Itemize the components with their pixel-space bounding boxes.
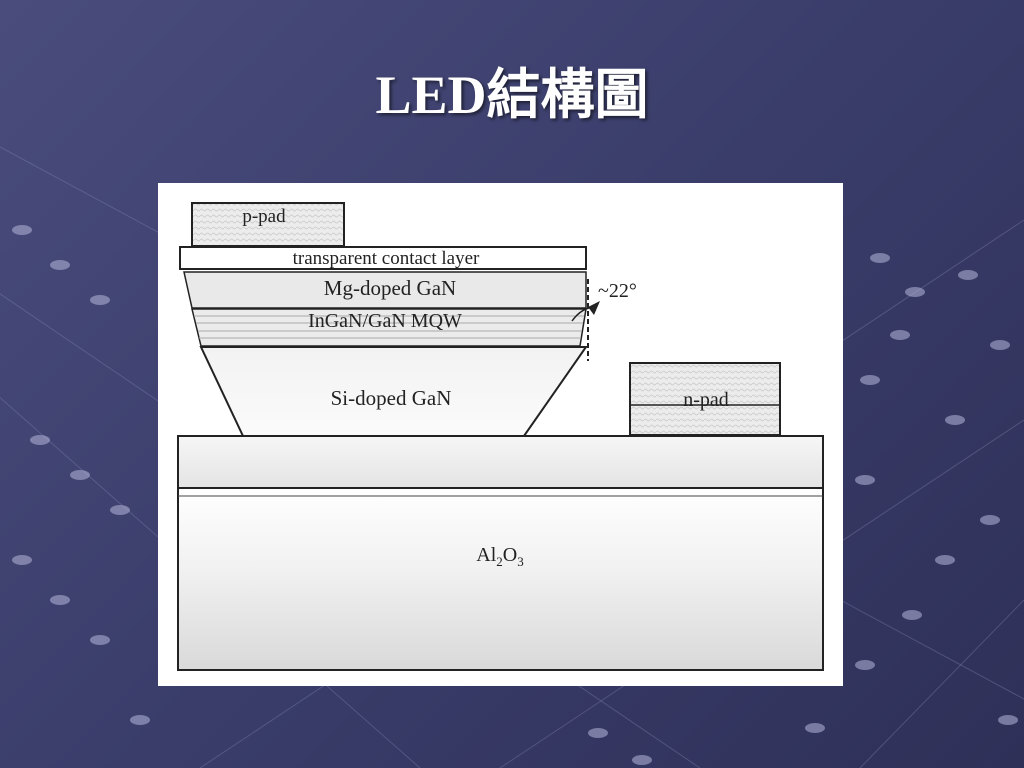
led-structure-diagram: p-pad transparent contact layer Mg-doped… — [177, 202, 824, 671]
p-pad — [191, 202, 345, 247]
mqw-label: InGaN/GaN MQW — [308, 310, 462, 332]
angle-label: ~22° — [598, 280, 637, 302]
substrate-label: Al2O3 — [476, 544, 523, 569]
slide-title: LED結構圖 — [375, 65, 649, 125]
led-structure-figure: p-pad transparent contact layer Mg-doped… — [158, 183, 843, 686]
buffer-gan-layer — [177, 435, 824, 489]
substrate-layer — [177, 487, 824, 671]
n-pad — [629, 362, 781, 436]
transparent-contact-layer — [179, 246, 587, 270]
p-pad-label: p-pad — [242, 206, 286, 227]
si-doped-gan-label: Si-doped GaN — [331, 386, 452, 410]
transparent-contact-layer-label: transparent contact layer — [293, 248, 480, 269]
si-doped-gan-mesa — [199, 346, 588, 437]
mg-doped-gan-label: Mg-doped GaN — [324, 276, 456, 300]
mqw-layer — [191, 308, 587, 347]
mg-doped-gan-layer — [183, 271, 587, 309]
n-pad-label: n-pad — [683, 389, 729, 411]
angle-arrowhead-icon — [588, 301, 600, 315]
